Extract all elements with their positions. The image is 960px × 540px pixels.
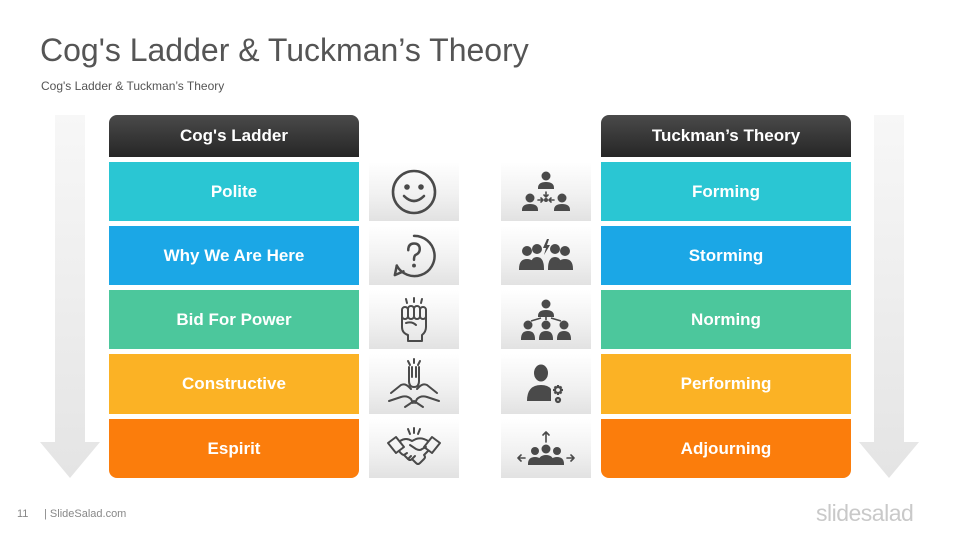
brand-logo-text: slidesalad: [816, 500, 914, 526]
slide-title: Cog's Ladder & Tuckman’s Theory: [40, 32, 529, 68]
stage-norming: Norming: [601, 290, 851, 349]
icon-cell-adjourning: [501, 419, 591, 478]
question-mark-icon: [393, 234, 436, 277]
icon-cell-espirit: [369, 419, 459, 478]
stage-why-we-are-here: Why We Are Here: [109, 226, 359, 285]
stage-adjourning: Adjourning: [601, 419, 851, 478]
raised-fist-icon: [401, 296, 427, 342]
down-arrow-left: [40, 115, 100, 478]
group-disperse-icon: [517, 430, 575, 465]
stage-bid-for-power: Bid For Power: [109, 290, 359, 349]
icon-cell-performing: [501, 354, 591, 414]
icon-cell-bid-for-power: [369, 290, 459, 349]
stage-constructive: Constructive: [109, 354, 359, 414]
footer-site-link: | SlideSalad.com: [44, 508, 127, 520]
icon-cell-constructive: [369, 354, 459, 414]
icon-cell-forming: [501, 162, 591, 221]
icon-cell-norming: [501, 290, 591, 349]
cogs-ladder-column: Cog's Ladder Polite Why We Are Here Bid …: [109, 115, 359, 478]
group-converge-icon: [522, 171, 570, 211]
icon-cell-why-we-are-here: [369, 226, 459, 285]
down-arrow-right: [859, 115, 919, 478]
stage-forming: Forming: [601, 162, 851, 221]
smiley-face-icon: [391, 169, 437, 214]
cogs-ladder-header: Cog's Ladder: [109, 115, 359, 157]
stage-performing: Performing: [601, 354, 851, 414]
slide-subtitle: Cog's Ladder & Tuckman’s Theory: [41, 79, 225, 93]
stage-polite: Polite: [109, 162, 359, 221]
person-gears-icon: [527, 364, 563, 404]
stage-storming: Storming: [601, 226, 851, 285]
tuckmans-theory-header: Tuckman’s Theory: [601, 115, 851, 157]
group-network-icon: [521, 299, 571, 340]
handshake-icon: [387, 426, 441, 465]
icon-cell-polite: [369, 162, 459, 221]
hands-teamwork-icon: [388, 358, 440, 408]
page-number: 11: [17, 508, 29, 520]
tuckmans-theory-column: Tuckman’s Theory Forming Storming Normin…: [601, 115, 851, 478]
group-conflict-icon: [519, 238, 573, 270]
icon-cell-storming: [501, 226, 591, 285]
stage-espirit: Espirit: [109, 419, 359, 478]
